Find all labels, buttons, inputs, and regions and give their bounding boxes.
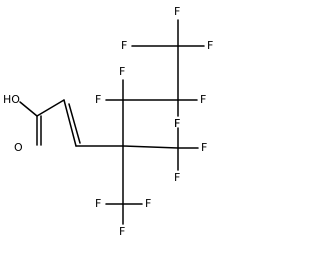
- fluorine-label: F: [174, 5, 180, 18]
- fluorine-label: F: [207, 39, 213, 52]
- fluorine-label: F: [174, 117, 180, 130]
- fluorine-label: F: [121, 39, 127, 52]
- bond-c2-c3-double-b: [68, 103, 81, 144]
- bond-c1-c2: [36, 99, 65, 117]
- fluorine-label: F: [119, 225, 125, 238]
- fluorine-label: F: [145, 197, 151, 210]
- atom-labels: HO O F F F F F F F F F F F F F: [3, 5, 213, 238]
- hydroxyl-label: HO: [3, 93, 20, 106]
- fluorine-label: F: [119, 65, 125, 78]
- bond-c2-c3-double-a: [63, 99, 77, 147]
- bond-c1-oh: [19, 101, 38, 117]
- fluorine-label: F: [174, 171, 180, 184]
- fluorine-label: F: [95, 197, 101, 210]
- fluorine-label: F: [201, 141, 207, 154]
- fluorine-label: F: [174, 117, 180, 130]
- chemical-structure-diagram: HO O F F F F F F F F F F F F F: [3, 5, 213, 238]
- bonds: [19, 19, 205, 225]
- carbonyl-oxygen-label: O: [14, 141, 23, 154]
- fluorine-label: F: [95, 93, 101, 106]
- fluorine-label: F: [200, 93, 206, 106]
- bond-c4-cf3-right: [122, 145, 179, 149]
